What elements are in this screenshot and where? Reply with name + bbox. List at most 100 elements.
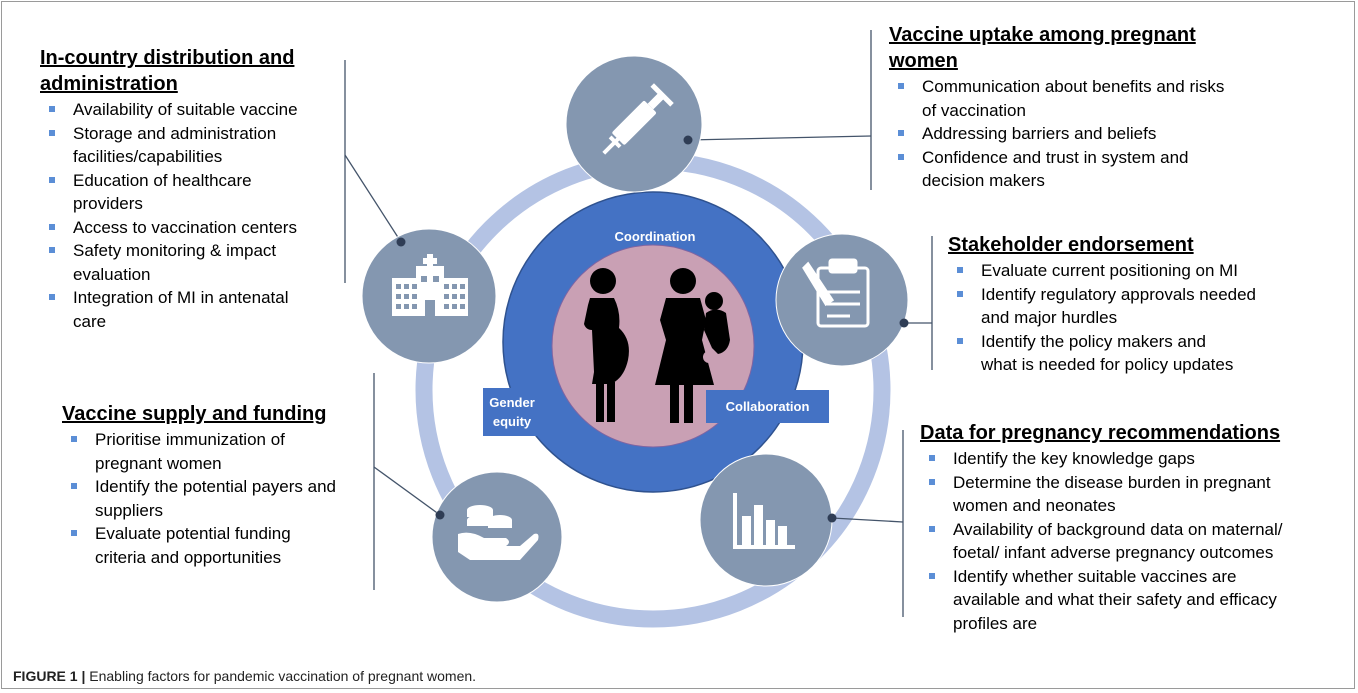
list-item-line: providers [73,194,143,213]
connector-uptake [687,135,872,141]
list-item-line: Addressing barriers and beliefs [922,124,1157,143]
list-item: Determine the disease burden in pregnant… [920,471,1350,518]
list-item-line: Communication about benefits and risks [922,77,1225,96]
coins-in-hand-icon [458,505,539,560]
list-item-line: and major hurdles [981,308,1118,327]
bullet-marker [71,436,77,442]
connector-dot-data [827,513,837,523]
list-item: Access to vaccination centers [40,216,340,240]
list-item-line: criteria and opportunities [95,547,282,567]
bullet-marker [71,483,77,489]
list-item-line: pregnant women [95,453,222,473]
clipboard-icon [802,258,870,328]
list-item-line: Safety monitoring & impact [73,241,277,260]
connector-distribution [344,154,402,243]
bullet-marker [49,294,55,300]
list-item: Safety monitoring & impact evaluation [40,239,340,286]
node-coins [431,471,563,603]
bullet-marker [49,223,55,230]
block-distribution: In-country distribution and administrati… [40,46,340,333]
bullet-marker [898,153,904,160]
list-item-line: Availability of suitable vaccine [73,100,298,119]
bullet-marker [957,337,963,344]
block-data: Data for pregnancy recommendations Ident… [920,421,1350,635]
list-item: Prioritise immunization of pregnant women [62,428,374,475]
bullet-marker [898,83,904,89]
bullet-marker [49,176,55,183]
title-uptake-line2: women [889,50,958,72]
list-item-line: Identify regulatory approvals needed [981,284,1257,304]
list-item-line: Access to vaccination centers [73,217,297,237]
block-stakeholder: Stakeholder endorsement Evaluate current… [948,233,1348,377]
list-item: Identify the key knowledge gaps [920,447,1350,471]
list-item-line: Identify whether suitable vaccines are [953,566,1237,586]
pregnant-woman-and-mother-with-child-icon [584,268,730,423]
list-item-line: Confidence and trust in system and [922,147,1189,167]
connector-dot-uptake [683,135,693,145]
list-item: Identify regulatory approvals needed and … [948,283,1348,330]
list-item-line: Evaluate current positioning on MI [981,261,1239,280]
list-item-line: Evaluate potential funding [95,524,291,543]
label-collaboration: Collaboration [725,399,810,414]
bullet-marker [957,290,963,297]
title-uptake-line1: Vaccine uptake among pregnant [889,24,1196,46]
title-stakeholder: Stakeholder endorsement [948,234,1194,256]
title-supply: Vaccine supply and funding [62,403,327,425]
list-item: Identify the policy makers and what is ne… [948,330,1348,377]
bullet-marker [929,572,935,579]
list-item: Storage and administration facilities/cap… [40,122,340,169]
list-item-line: women and neonates [953,496,1116,515]
list-item-line: of vaccination [922,100,1026,120]
list-item: Communication about benefits and risks of… [889,75,1309,122]
list-item: Integration of MI in antenatal care [40,286,340,333]
list-item-line: Integration of MI in antenatal [73,288,289,307]
label-coordination: Coordination [614,229,696,244]
list-item: Addressing barriers and beliefs [889,122,1309,146]
collaboration-box [706,390,829,423]
list-item-line: evaluation [73,264,151,284]
list-item-line: available and what their safety and effi… [953,590,1277,609]
list-item-line: facilities/capabilities [73,147,223,166]
bullet-marker [49,106,55,112]
bullet-marker [898,130,904,136]
title-distribution-line2: administration [40,73,178,95]
caption-text: Enabling factors for pandemic vaccinatio… [85,668,477,684]
list-item-line: Identify the policy makers and [981,331,1206,351]
list-item: Availability of suitable vaccine [40,98,340,122]
bullet-marker [929,525,935,532]
list-item-line: Identify the key knowledge gaps [953,449,1195,468]
list-item: Identify whether suitable vaccines are av… [920,565,1350,636]
list-item-line: profiles are [953,613,1038,633]
list-uptake: Communication about benefits and risks of… [889,75,1309,193]
block-supply: Vaccine supply and funding Prioritise im… [62,402,374,569]
list-supply: Prioritise immunization of pregnant women… [62,428,374,569]
list-item: Evaluate current positioning on MI [948,259,1348,283]
node-clipboard [775,233,909,367]
label-gender-equity: Gender equity [483,393,541,431]
list-item-line: what is needed for policy updates [981,355,1234,374]
list-item-line: care [73,311,107,331]
label-gender-line2: equity [492,414,532,429]
caption-label: FIGURE 1 | [13,668,86,684]
figure-caption: FIGURE 1 | Enabling factors for pandemic… [13,668,476,684]
label-gender-line1: Gender [489,395,535,410]
list-item-line: foetal/ infant adverse pregnancy outcome… [953,543,1274,562]
connector-dot-stakeholder [899,318,909,328]
list-item-line: Identify the potential payers and [95,477,336,496]
list-item-line: Determine the disease burden in pregnant [953,472,1271,492]
title-distribution-line1: In-country distribution and [40,47,295,69]
list-item: Availability of background data on mater… [920,518,1350,565]
list-item-line: Prioritise immunization of [95,430,285,449]
node-hospital [361,228,497,364]
list-item-line: Storage and administration [73,123,277,143]
bullet-marker [49,247,55,253]
gender-equity-box [483,388,541,436]
syringe-icon [602,83,674,155]
